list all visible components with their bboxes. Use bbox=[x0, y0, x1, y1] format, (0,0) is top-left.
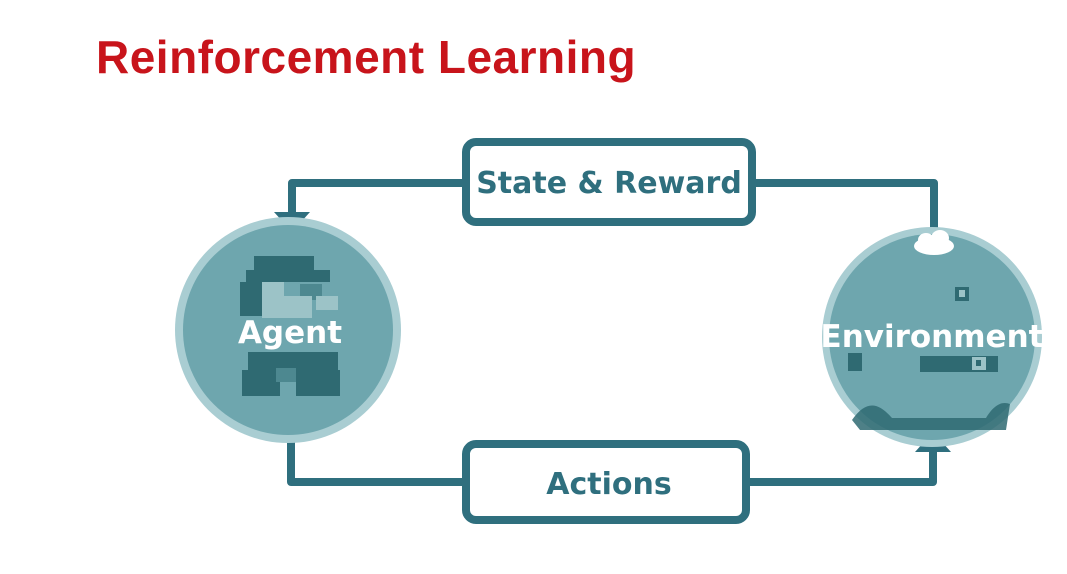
top-line-right bbox=[752, 179, 938, 228]
actions-box: Actions bbox=[462, 440, 750, 524]
environment-label: Environment bbox=[821, 319, 1044, 355]
connector-lines bbox=[287, 179, 938, 486]
pipe-icon bbox=[848, 353, 862, 371]
bottom-line-left bbox=[287, 436, 466, 486]
cloud-icon bbox=[914, 230, 954, 255]
agent-label: Agent bbox=[238, 315, 342, 351]
ground-icon bbox=[852, 402, 1010, 430]
pixel-character-icon bbox=[240, 256, 340, 396]
brick-row-icon bbox=[920, 356, 998, 372]
agent-circle bbox=[183, 225, 393, 435]
environment-node: Environment bbox=[821, 227, 1044, 447]
state-reward-box-frame bbox=[462, 138, 756, 226]
question-block-icon bbox=[955, 287, 969, 301]
actions-label: Actions bbox=[546, 467, 671, 502]
environment-circle bbox=[829, 234, 1035, 440]
actions-box-frame bbox=[462, 440, 750, 524]
bottom-line-right bbox=[746, 452, 937, 486]
top-line-left bbox=[288, 179, 466, 214]
state-reward-box: State & Reward bbox=[462, 138, 756, 226]
state-reward-label: State & Reward bbox=[476, 166, 742, 201]
page-title: Reinforcement Learning bbox=[96, 31, 637, 83]
agent-node: Agent bbox=[175, 217, 401, 443]
